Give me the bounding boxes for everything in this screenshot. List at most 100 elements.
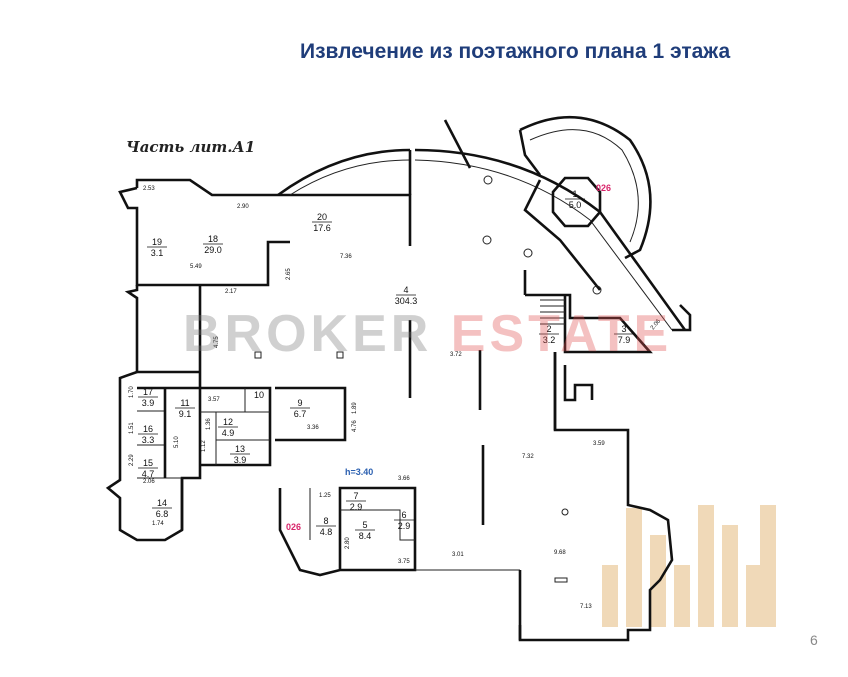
room-area: 3.9 xyxy=(234,455,247,465)
room-17: 173.9 xyxy=(138,387,158,408)
room-13: 133.9 xyxy=(230,444,250,465)
room-number: 14 xyxy=(157,498,167,508)
dimension-label: 3.66 xyxy=(398,476,410,482)
room-number: 1 xyxy=(572,189,577,199)
dimension-label: 2.06 xyxy=(650,318,663,331)
room-area: 2.9 xyxy=(350,502,363,512)
room-19: 193.1 xyxy=(147,237,167,258)
dimension-label: 3.36 xyxy=(307,425,319,431)
page-number: 6 xyxy=(810,632,818,648)
room-area: 29.0 xyxy=(204,245,222,255)
room-area: 7.9 xyxy=(618,335,631,345)
room-number: 18 xyxy=(208,234,218,244)
dimension-label: 1.36 xyxy=(206,418,212,430)
room-area: 8.4 xyxy=(359,531,372,541)
logo-bar xyxy=(602,565,618,627)
room-15: 154.7 xyxy=(138,458,158,479)
dimension-label: 7.13 xyxy=(580,604,592,610)
room-labels: 15.023.237.94304.358.462.972.984.896.710… xyxy=(138,189,634,541)
room-area: 6.7 xyxy=(294,409,307,419)
room-number: 7 xyxy=(353,491,358,501)
section-marker-upper: 026 xyxy=(596,183,611,193)
dimension-label: 3.01 xyxy=(452,552,464,558)
dimension-label: 1.25 xyxy=(319,493,331,499)
room-5: 58.4 xyxy=(355,520,375,541)
walls xyxy=(105,115,692,642)
dimension-label: 1.89 xyxy=(352,402,358,414)
dimension-label: 1.12 xyxy=(201,440,207,452)
room-area: 3.3 xyxy=(142,435,155,445)
room-area: 3.2 xyxy=(543,335,556,345)
page-title: Извлечение из поэтажного плана 1 этажа xyxy=(300,40,731,63)
dimension-label: 1.74 xyxy=(152,521,164,527)
dimension-label: 2.80 xyxy=(345,537,351,549)
ceiling-height-mark: h=3.40 xyxy=(345,467,373,477)
dimension-label: 4.76 xyxy=(352,420,358,432)
room-number: 4 xyxy=(403,285,408,295)
dimension-label: 3.57 xyxy=(208,397,220,403)
plan-subtitle: Часть лит.А1 xyxy=(126,138,256,156)
room-area: 17.6 xyxy=(313,223,331,233)
room-number: 12 xyxy=(223,417,233,427)
logo-bar xyxy=(746,565,762,627)
room-area: 3.9 xyxy=(142,398,155,408)
dimension-label: 2.90 xyxy=(237,204,249,210)
room-10: 10 xyxy=(254,390,264,400)
logo-bar xyxy=(674,565,690,627)
dimension-label: 2.53 xyxy=(143,186,155,192)
logo-bar xyxy=(722,525,738,627)
room-number: 19 xyxy=(152,237,162,247)
room-16: 163.3 xyxy=(138,424,158,445)
dimension-label: 2.17 xyxy=(225,289,237,295)
logo-bar xyxy=(698,505,714,627)
room-number: 20 xyxy=(317,212,327,222)
room-6: 62.9 xyxy=(394,510,414,531)
dimension-label: 2.06 xyxy=(143,479,155,485)
logo-bar xyxy=(760,505,776,627)
room-area: 6.8 xyxy=(156,509,169,519)
room-11: 119.1 xyxy=(175,398,195,419)
room-number: 6 xyxy=(401,510,406,520)
room-number: 2 xyxy=(546,324,551,334)
dimension-label: 3.75 xyxy=(398,559,410,565)
section-marker-lower: 026 xyxy=(286,522,301,532)
dimension-label: 9.68 xyxy=(554,550,566,556)
room-9: 96.7 xyxy=(290,398,310,419)
room-area: 3.1 xyxy=(151,248,164,258)
dimension-label: 2.65 xyxy=(286,268,292,280)
room-area: 304.3 xyxy=(395,296,418,306)
room-1: 15.0 xyxy=(565,189,585,210)
room-area: 4.8 xyxy=(320,527,333,537)
room-number: 11 xyxy=(180,398,189,408)
room-area: 4.7 xyxy=(142,469,155,479)
dimension-label: 3.59 xyxy=(593,441,605,447)
room-number: 15 xyxy=(143,458,153,468)
room-area: 5.0 xyxy=(569,200,582,210)
columns xyxy=(254,175,602,583)
dimension-label: 4.75 xyxy=(214,336,220,348)
dimension-label: 1.51 xyxy=(129,422,135,434)
logo-bar xyxy=(626,508,642,627)
room-2: 23.2 xyxy=(539,324,559,345)
room-8: 84.8 xyxy=(316,516,336,537)
room-7: 72.9 xyxy=(346,491,366,512)
dimension-label: 3.72 xyxy=(450,352,462,358)
room-area: 2.9 xyxy=(398,521,411,531)
dimension-label: 2.29 xyxy=(129,454,135,466)
room-number: 3 xyxy=(621,324,626,334)
dimension-labels: 2.532.907.365.492.172.654.753.723.571.70… xyxy=(129,186,662,610)
dimension-label: 5.49 xyxy=(190,264,202,270)
dimension-label: 7.36 xyxy=(340,254,352,260)
dimension-label: 1.70 xyxy=(129,386,135,398)
room-number: 13 xyxy=(235,444,245,454)
room-12: 124.9 xyxy=(218,417,238,438)
room-3: 37.9 xyxy=(614,324,634,345)
room-number: 10 xyxy=(254,390,264,400)
room-number: 9 xyxy=(297,398,302,408)
logo-bars xyxy=(602,505,776,627)
room-number: 5 xyxy=(362,520,367,530)
